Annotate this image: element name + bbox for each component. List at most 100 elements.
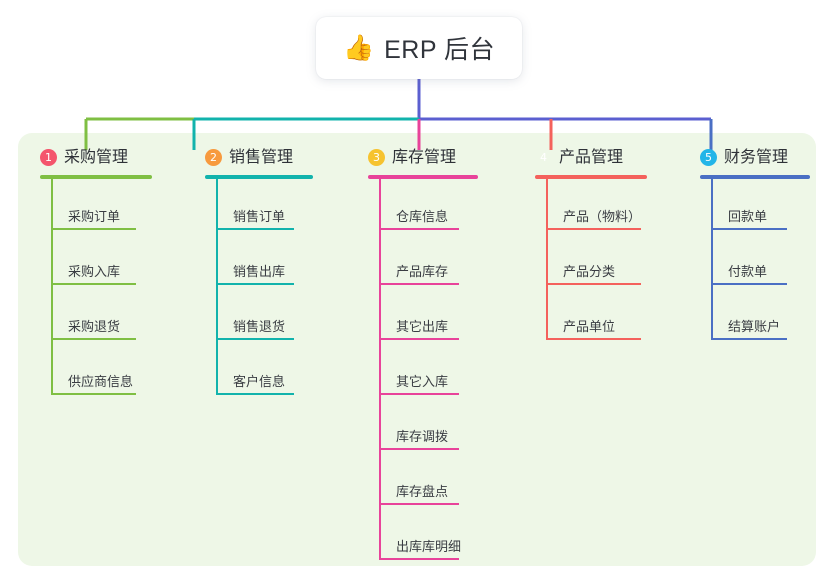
column-header[interactable]: 2 销售管理 [205, 145, 313, 169]
column-1: 1 采购管理 采购订单采购入库采购退货供应商信息 [40, 145, 152, 399]
leaf-label: 产品分类 [563, 264, 616, 279]
thumbs-up-icon: 👍 [342, 33, 375, 62]
leaf-node[interactable]: 付款单 [700, 234, 810, 289]
leaf-label: 销售退货 [233, 319, 286, 334]
column-rail [216, 179, 218, 395]
column-items: 销售订单销售出库销售退货客户信息 [205, 179, 313, 399]
column-number-badge: 4 [540, 150, 547, 164]
leaf-node[interactable]: 出库库明细 [368, 509, 478, 564]
leaf-node[interactable]: 回款单 [700, 179, 810, 234]
leaf-label: 库存盘点 [396, 484, 449, 499]
leaf-label: 采购入库 [68, 264, 121, 279]
leaf-underline [216, 338, 294, 340]
leaf-label: 其它入库 [396, 374, 449, 389]
leaf-underline [711, 338, 787, 340]
leaf-label: 产品单位 [563, 319, 616, 334]
column-header[interactable]: 3 库存管理 [368, 145, 478, 169]
leaf-node[interactable]: 销售退货 [205, 289, 313, 344]
leaf-node[interactable]: 仓库信息 [368, 179, 478, 234]
leaf-node[interactable]: 销售订单 [205, 179, 313, 234]
leaf-label: 库存调拨 [396, 429, 449, 444]
leaf-node[interactable]: 产品分类 [535, 234, 647, 289]
column-rail [546, 179, 548, 340]
leaf-node[interactable]: 采购入库 [40, 234, 152, 289]
leaf-underline [379, 448, 459, 450]
column-rail [51, 179, 53, 395]
leaf-label: 采购退货 [68, 319, 121, 334]
leaf-underline [51, 338, 136, 340]
leaf-label: 出库库明细 [396, 539, 462, 554]
leaf-node[interactable]: 产品（物料） [535, 179, 647, 234]
leaf-underline [379, 503, 459, 505]
column-header[interactable]: 5 财务管理 [700, 145, 810, 169]
column-title: 库存管理 [392, 148, 457, 166]
leaf-underline [379, 228, 459, 230]
leaf-label: 产品（物料） [563, 209, 642, 224]
column-header[interactable]: 4 产品管理 [535, 145, 647, 169]
leaf-underline [379, 283, 459, 285]
leaf-node[interactable]: 销售出库 [205, 234, 313, 289]
leaf-node[interactable]: 产品库存 [368, 234, 478, 289]
column-number-badge: 5 [700, 148, 717, 166]
leaf-underline [51, 393, 136, 395]
leaf-underline [546, 338, 641, 340]
diagram-panel [18, 133, 816, 566]
column-3: 3 库存管理 仓库信息产品库存其它出库其它入库库存调拨库存盘点出库库明细 [368, 145, 478, 564]
leaf-label: 供应商信息 [68, 374, 134, 389]
leaf-underline [379, 338, 459, 340]
column-items: 回款单付款单结算账户 [700, 179, 810, 344]
leaf-underline [216, 228, 294, 230]
column-header-rule [40, 175, 152, 179]
leaf-underline [379, 558, 459, 560]
leaf-underline [51, 283, 136, 285]
leaf-node[interactable]: 库存调拨 [368, 399, 478, 454]
leaf-node[interactable]: 产品单位 [535, 289, 647, 344]
leaf-underline [379, 393, 459, 395]
column-items: 采购订单采购入库采购退货供应商信息 [40, 179, 152, 399]
column-4: 4 产品管理 产品（物料） 产品分类产品单位 [535, 145, 647, 344]
column-header-rule [368, 175, 478, 179]
leaf-node[interactable]: 结算账户 [700, 289, 810, 344]
leaf-underline [546, 283, 641, 285]
leaf-node[interactable]: 其它入库 [368, 344, 478, 399]
column-title: 销售管理 [229, 148, 294, 166]
column-rail [711, 179, 713, 340]
column-2: 2 销售管理 销售订单销售出库销售退货客户信息 [205, 145, 313, 399]
leaf-label: 客户信息 [233, 374, 286, 389]
leaf-label: 回款单 [728, 209, 768, 224]
leaf-label: 销售出库 [233, 264, 286, 279]
column-5: 5 财务管理 回款单付款单结算账户 [700, 145, 810, 344]
leaf-label: 销售订单 [233, 209, 286, 224]
root-title: ERP 后台 [384, 36, 496, 64]
leaf-node[interactable]: 供应商信息 [40, 344, 152, 399]
leaf-underline [216, 393, 294, 395]
column-items: 仓库信息产品库存其它出库其它入库库存调拨库存盘点出库库明细 [368, 179, 478, 564]
column-header-rule [535, 175, 647, 179]
leaf-underline [546, 228, 641, 230]
leaf-label: 结算账户 [728, 319, 781, 334]
column-number-badge: 2 [205, 148, 222, 166]
column-title: 财务管理 [724, 148, 789, 166]
root-node[interactable]: 👍 ERP 后台 [316, 17, 522, 79]
leaf-underline [51, 228, 136, 230]
column-header[interactable]: 1 采购管理 [40, 145, 152, 169]
column-title: 采购管理 [64, 148, 129, 166]
leaf-node[interactable]: 库存盘点 [368, 454, 478, 509]
column-number-badge: 1 [40, 148, 57, 166]
leaf-node[interactable]: 客户信息 [205, 344, 313, 399]
leaf-label: 采购订单 [68, 209, 121, 224]
column-rail [379, 179, 381, 560]
column-number-badge: 3 [368, 148, 385, 166]
leaf-node[interactable]: 采购订单 [40, 179, 152, 234]
leaf-underline [711, 283, 787, 285]
column-items: 产品（物料） 产品分类产品单位 [535, 179, 647, 344]
leaf-label: 付款单 [728, 264, 768, 279]
leaf-label: 仓库信息 [396, 209, 449, 224]
leaf-label: 其它出库 [396, 319, 449, 334]
column-header-rule [700, 175, 810, 179]
leaf-node[interactable]: 采购退货 [40, 289, 152, 344]
leaf-underline [711, 228, 787, 230]
leaf-node[interactable]: 其它出库 [368, 289, 478, 344]
